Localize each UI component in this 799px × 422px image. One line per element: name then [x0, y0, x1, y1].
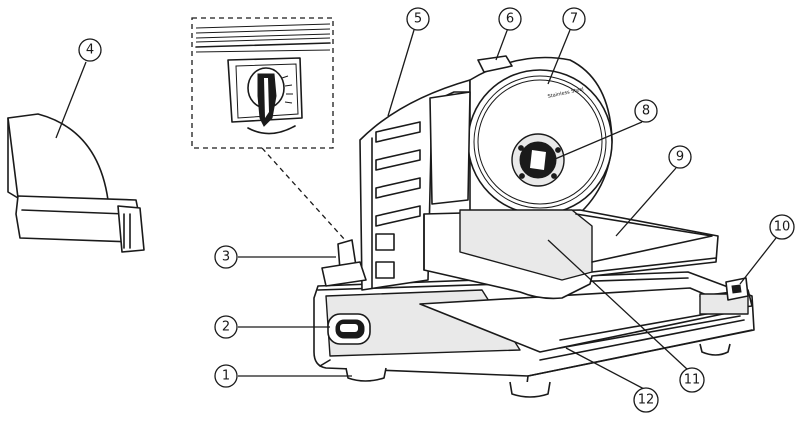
callout-10-number: 10 — [774, 220, 791, 235]
inset-leader — [261, 147, 346, 241]
callout-2: 2 — [214, 315, 238, 339]
callout-8: 8 — [634, 99, 658, 123]
callout-12: 12 — [633, 387, 659, 413]
inset-housing-lines — [195, 23, 331, 53]
callout-3: 3 — [214, 245, 238, 269]
callout-6: 6 — [498, 7, 522, 31]
blade-assembly: Stainless Steel — [467, 55, 613, 221]
thickness-knob-drawing — [321, 239, 367, 287]
inset-detail — [191, 17, 334, 149]
blade-hub — [511, 133, 565, 187]
callout-11-number: 11 — [684, 373, 701, 388]
callout-9: 9 — [668, 145, 692, 169]
callout-10: 10 — [769, 214, 795, 240]
power-switch-drawing — [327, 313, 371, 345]
carriage-lock-drawing — [725, 277, 749, 301]
food-pusher-drawing — [7, 113, 145, 253]
callout-5-number: 5 — [414, 12, 422, 27]
sliding-rail-drawing — [559, 289, 753, 349]
base-housing — [313, 271, 755, 393]
callout-7-number: 7 — [570, 12, 578, 27]
callout-11: 11 — [679, 367, 705, 393]
inset-knob-scale — [281, 75, 293, 104]
inset-knob — [247, 67, 285, 127]
callout-5: 5 — [406, 7, 430, 31]
callout-3-number: 3 — [222, 250, 230, 265]
callout-4-number: 4 — [86, 43, 94, 58]
callout-12-number: 12 — [638, 393, 655, 408]
callout-1-number: 1 — [222, 369, 230, 384]
callout-9-number: 9 — [676, 150, 684, 165]
plate-slots — [375, 121, 421, 279]
callout-1: 1 — [214, 364, 238, 388]
callout-8-number: 8 — [642, 104, 650, 119]
callout-7: 7 — [562, 7, 586, 31]
carriage-drawing — [423, 91, 719, 300]
feet — [345, 343, 731, 398]
leader-lines — [55, 27, 777, 391]
callout-2-number: 2 — [222, 320, 230, 335]
callout-6-number: 6 — [506, 12, 514, 27]
callout-4: 4 — [78, 38, 102, 62]
